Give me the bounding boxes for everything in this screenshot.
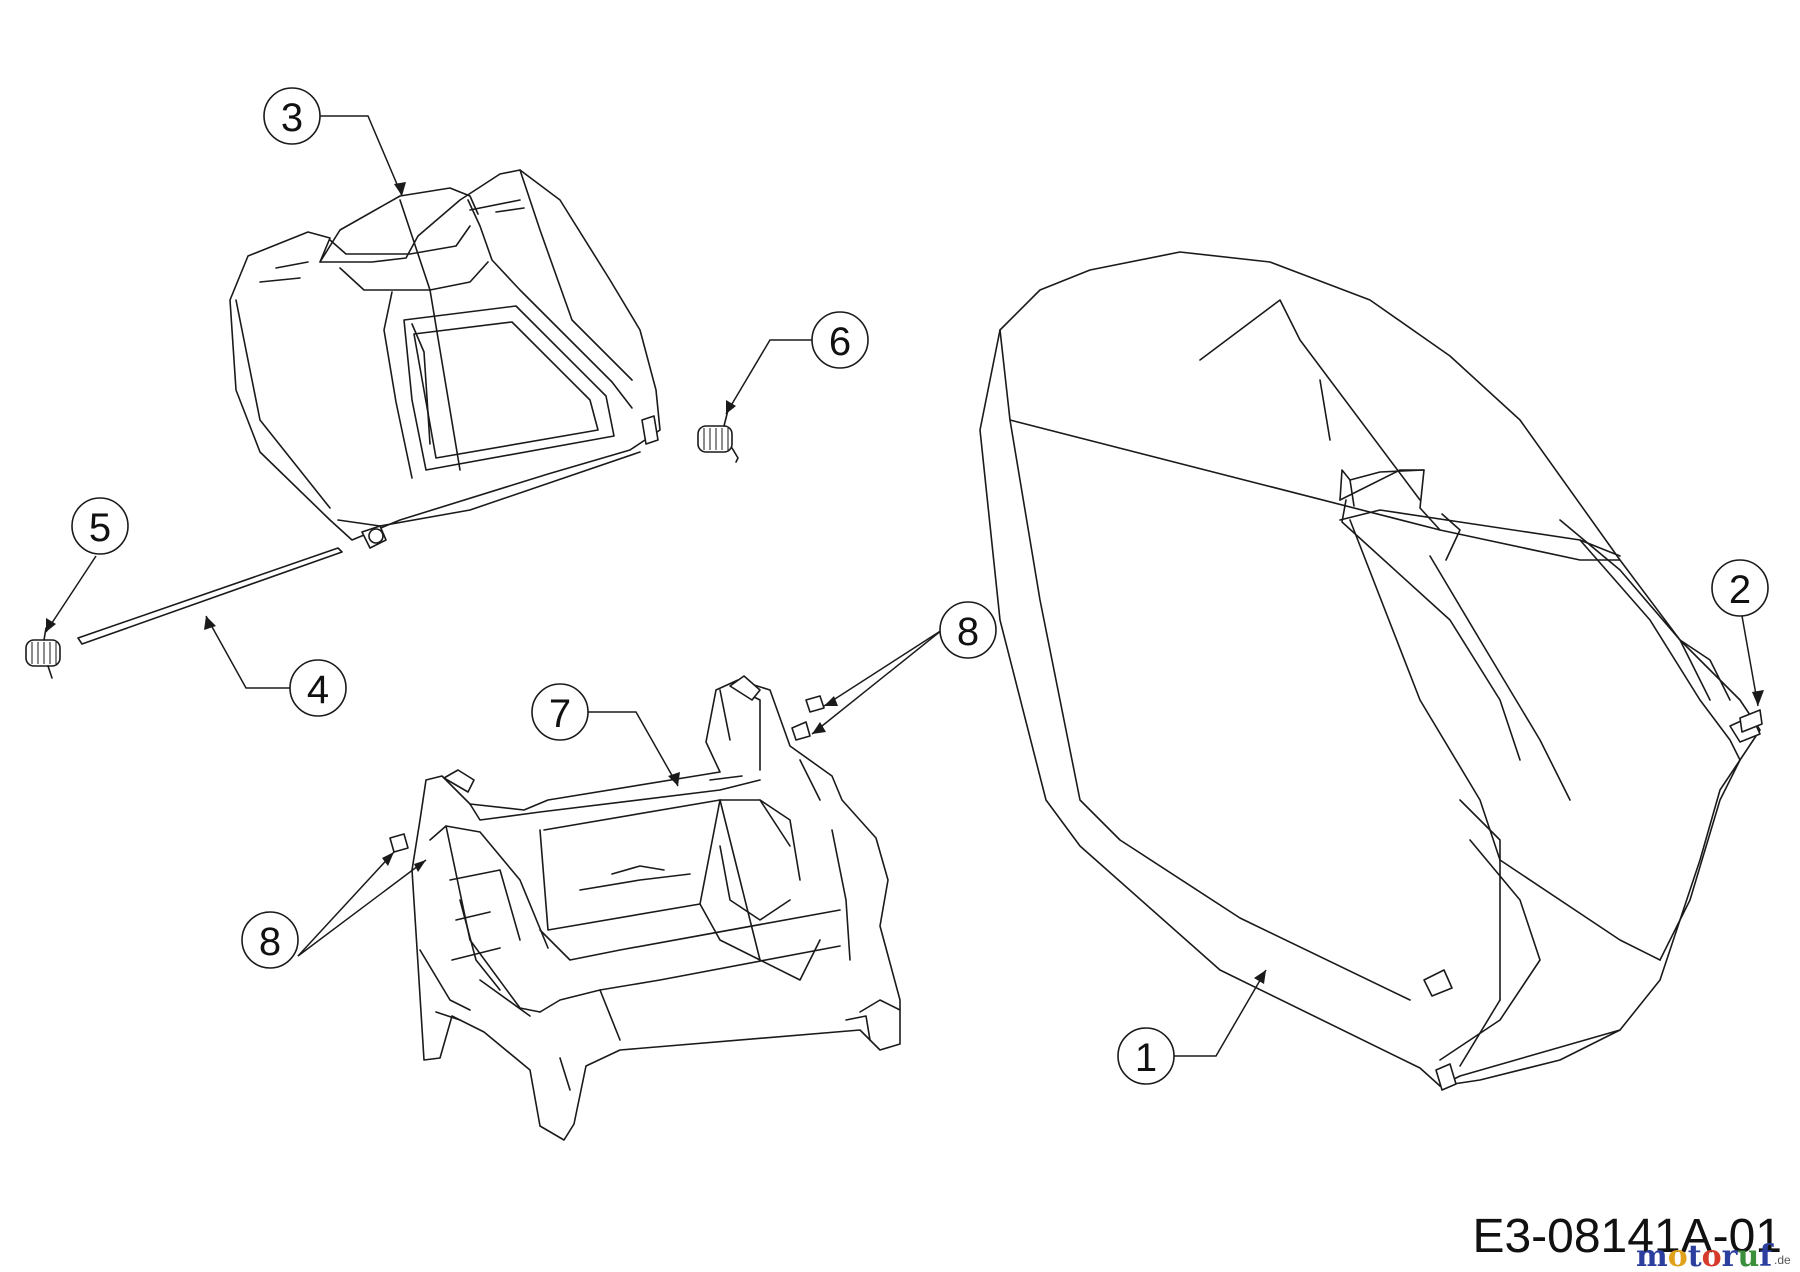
part-7-rear-frame: [411, 675, 901, 1141]
wm-r: r: [1722, 1239, 1739, 1272]
callout-6-label: 6: [829, 320, 851, 364]
callout-8-upper: 8: [811, 601, 997, 735]
part-4-axle-rod: [77, 547, 343, 645]
callout-3-label: 3: [281, 96, 303, 140]
callout-4: 4: [204, 615, 347, 717]
callout-8-upper-label: 8: [957, 610, 979, 654]
callout-5: 5: [45, 497, 129, 633]
wm-u: u: [1737, 1239, 1759, 1272]
svg-text:motoruf: motoruf: [1636, 1239, 1774, 1272]
part-8-clip-nut-upper: [791, 695, 825, 741]
drawing-code: E3-08141A-01: [1472, 1210, 1782, 1263]
part-5-torsion-spring: [25, 627, 61, 679]
part-2-pin: [1739, 709, 1763, 733]
wm-suffix: .de: [1774, 1253, 1791, 1267]
part-6-torsion-spring: [697, 409, 739, 463]
part-1-grass-bag: [979, 251, 1761, 1091]
wm-o2: o: [1702, 1239, 1722, 1272]
callout-4-label: 4: [307, 668, 329, 712]
callout-1-label: 1: [1135, 1036, 1157, 1080]
callout-2: 2: [1711, 559, 1769, 707]
callout-8-lower-label: 8: [259, 920, 281, 964]
callout-6: 6: [725, 311, 869, 415]
callout-8-lower: 8: [241, 851, 427, 969]
callout-5-label: 5: [89, 506, 111, 550]
callout-7: 7: [531, 683, 680, 787]
wm-o1: o: [1668, 1239, 1688, 1272]
wm-f: f: [1759, 1239, 1774, 1272]
callout-3: 3: [263, 87, 406, 197]
watermark-logo: motoruf .de: [1636, 1239, 1791, 1272]
part-3-rear-flap: [229, 169, 661, 549]
wm-m1: m: [1636, 1239, 1668, 1272]
part-8-clip-nut-lower: [389, 833, 409, 853]
callout-7-label: 7: [549, 692, 571, 736]
callout-2-label: 2: [1729, 568, 1751, 612]
wm-t: t: [1688, 1239, 1702, 1272]
callout-1: 1: [1117, 969, 1267, 1085]
